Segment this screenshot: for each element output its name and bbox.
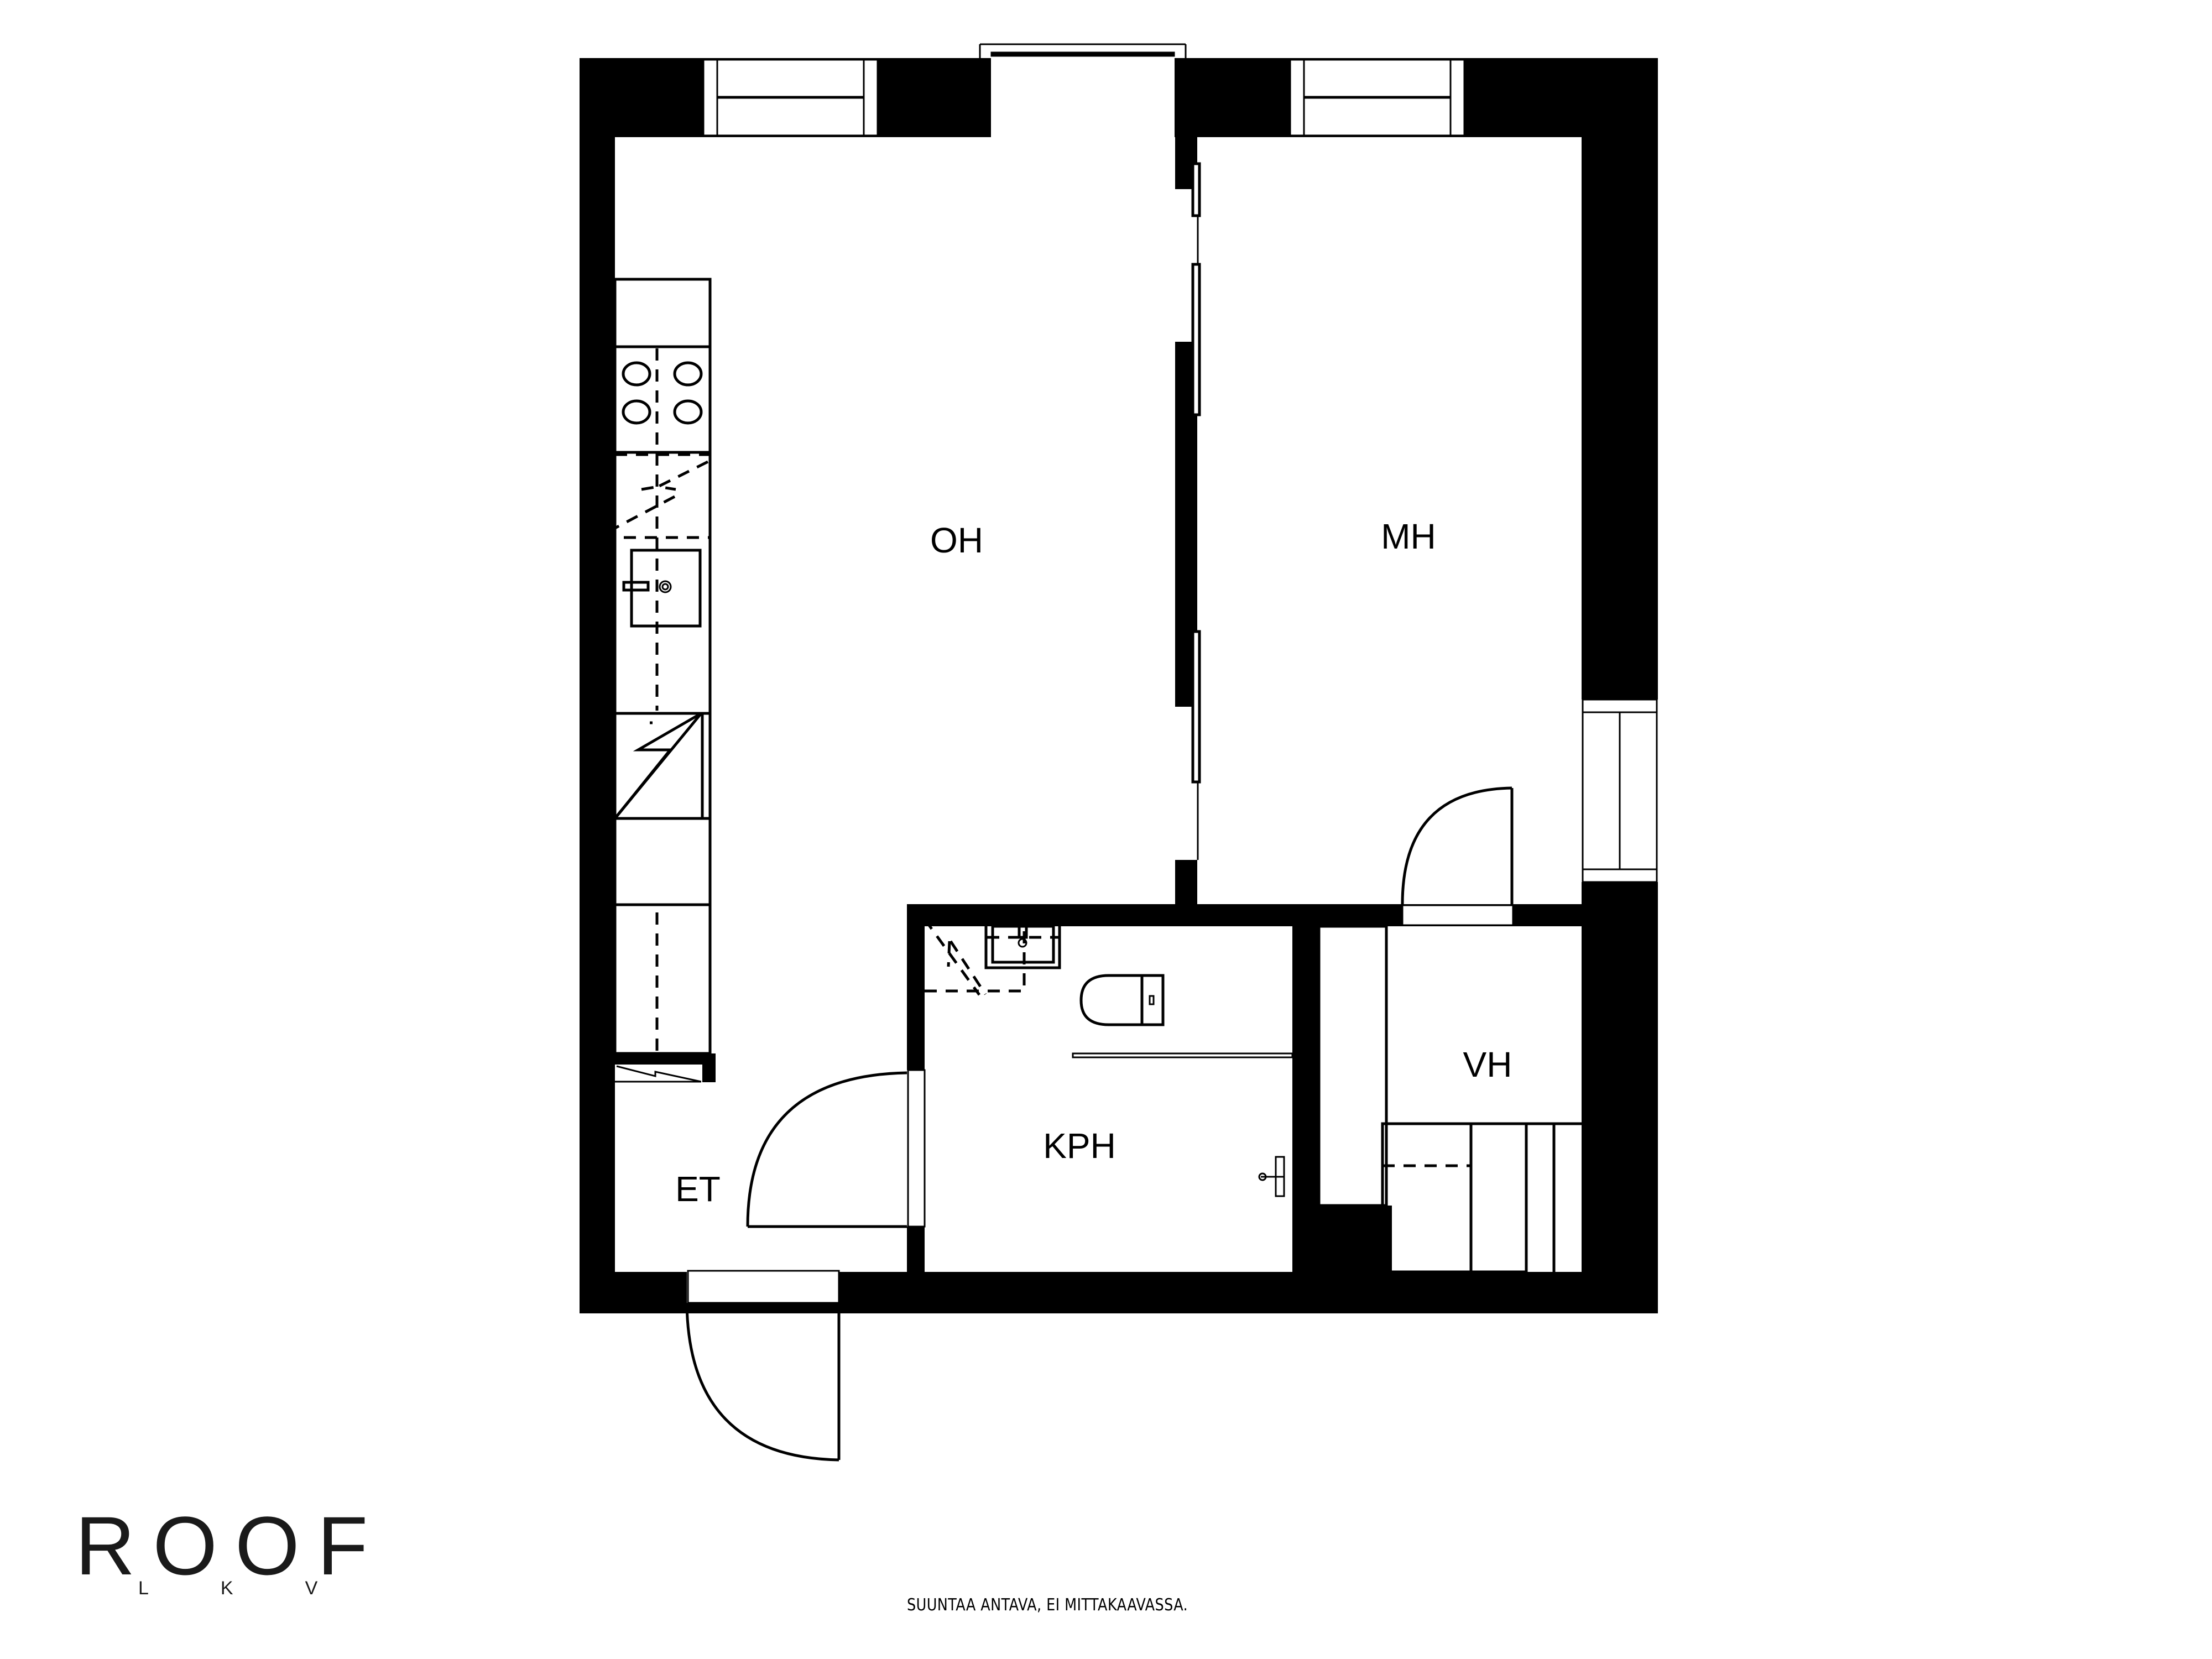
brand-logo-subtitle: L K V xyxy=(138,1579,317,1598)
disclaimer-text: SUUNTAA ANTAVA, EI MITTAKAAVASSA. xyxy=(907,1595,1188,1615)
kitchen-counter xyxy=(613,278,712,1055)
logo-sub-letter: V xyxy=(305,1578,318,1599)
dishwasher-icon xyxy=(613,453,712,539)
toilet-icon xyxy=(1079,974,1165,1026)
interior-wall-bath-block xyxy=(907,904,1587,1313)
vh-shelving xyxy=(1381,1122,1582,1274)
balcony-door xyxy=(979,43,1187,137)
door-kph[interactable] xyxy=(746,1069,926,1228)
stove-icon xyxy=(622,361,703,425)
shower-wall xyxy=(1072,1052,1293,1058)
bathroom-sink-icon xyxy=(984,914,1061,969)
window-oh xyxy=(702,59,879,137)
room-label-kph: KPH xyxy=(1043,1126,1116,1166)
interior-wall-oh-mh xyxy=(1175,135,1201,920)
fridge-icon xyxy=(613,712,712,820)
room-label-et: ET xyxy=(675,1169,721,1209)
door-mh[interactable] xyxy=(1401,786,1514,926)
vh-closet xyxy=(1317,925,1388,1207)
kitchen-sink-icon xyxy=(622,549,702,628)
logo-sub-letter: L xyxy=(138,1578,149,1599)
room-label-oh: OH xyxy=(930,520,983,560)
window-mh xyxy=(1289,59,1465,137)
room-label-mh: MH xyxy=(1381,517,1436,556)
brand-logo: ROOF xyxy=(75,1499,386,1592)
logo-sub-letter: K xyxy=(220,1578,233,1599)
shower-area xyxy=(923,918,1026,996)
shower-tap-icon xyxy=(1258,1156,1285,1197)
counter-end-wall xyxy=(615,1053,716,1083)
entrance-door[interactable] xyxy=(685,1270,841,1462)
window-mh-side xyxy=(1582,698,1658,883)
room-label-vh: VH xyxy=(1463,1045,1512,1084)
